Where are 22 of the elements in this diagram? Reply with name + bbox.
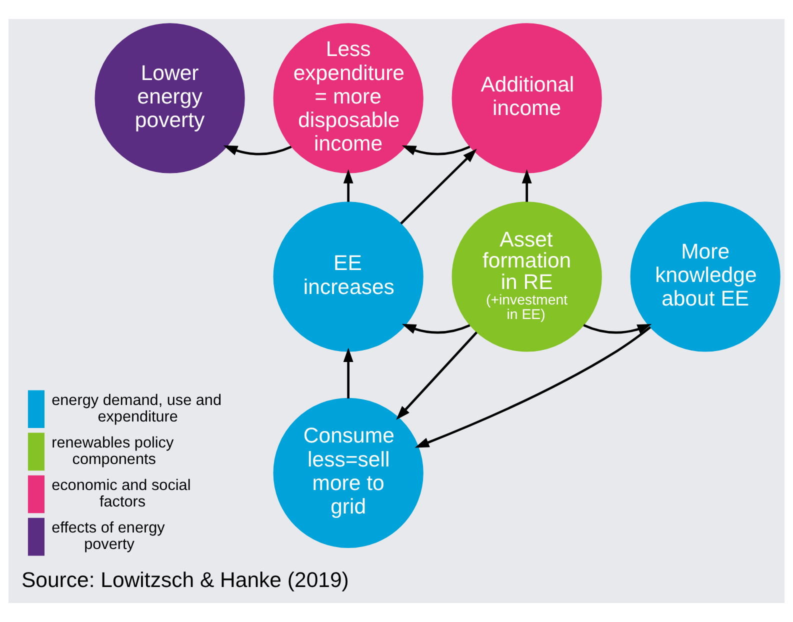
arrow bbox=[402, 145, 470, 156]
arrow bbox=[343, 169, 354, 202]
arrow bbox=[223, 145, 292, 156]
arrow bbox=[343, 348, 354, 398]
node-circle: More knowledge about EE bbox=[630, 202, 780, 352]
legend-label: energy demand, use and expenditure bbox=[52, 392, 222, 426]
node-circle: Consume less=sell more to grid bbox=[273, 398, 424, 548]
node-circle: Additional income bbox=[452, 23, 602, 174]
arrow bbox=[522, 169, 532, 202]
arrow bbox=[402, 324, 470, 334]
node-circle: EE increases bbox=[273, 202, 424, 352]
arrow bbox=[400, 148, 477, 224]
legend-label: renewables policy components bbox=[52, 434, 174, 468]
node-circle: Asset formation in RE (+investment in EE) bbox=[452, 202, 602, 352]
legend-label: effects of energy poverty bbox=[52, 520, 165, 554]
node-circle: Lower energy poverty bbox=[94, 23, 245, 174]
arrow bbox=[396, 332, 478, 420]
arrow bbox=[583, 324, 652, 334]
arrow bbox=[414, 326, 652, 448]
node-circle: Less expenditure = more disposable income bbox=[273, 23, 424, 174]
caption: Source: Lowitzsch & Hanke (2019) bbox=[21, 568, 349, 592]
legend-label: economic and social factors bbox=[52, 476, 191, 511]
